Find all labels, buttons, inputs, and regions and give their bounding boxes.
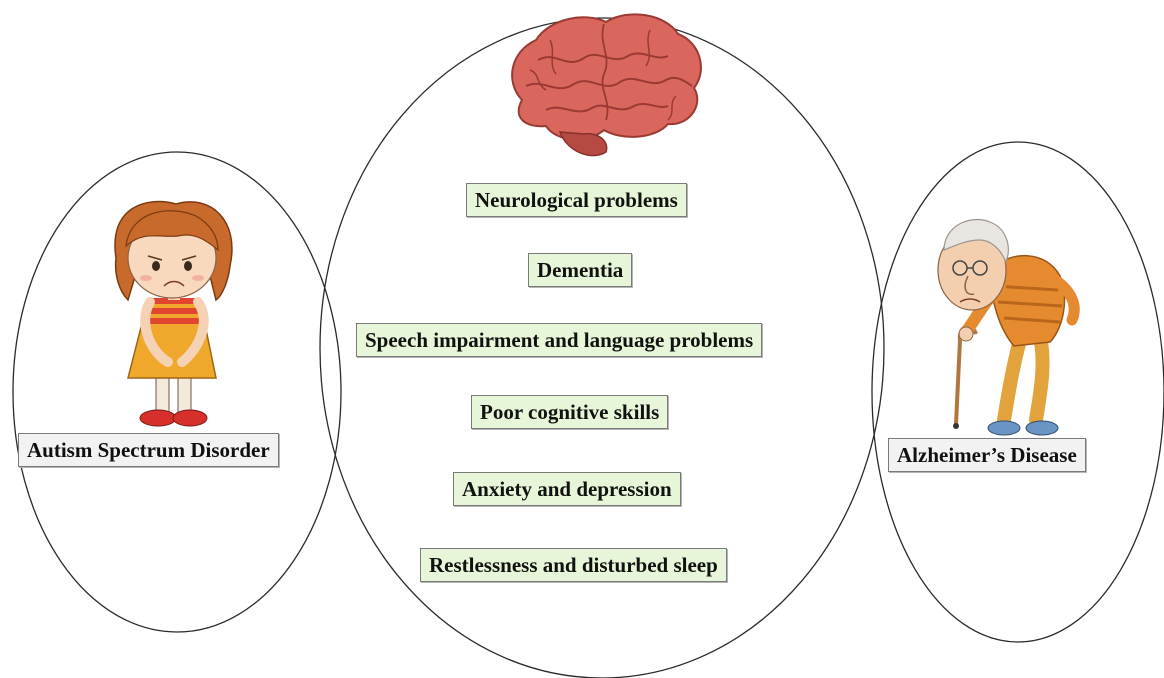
brain-icon [511, 13, 702, 157]
symptom-poor-cognitive-skills: Poor cognitive skills [471, 395, 669, 429]
symptom-neurological-problems: Neurological problems [466, 183, 687, 217]
symptom-dementia: Dementia [528, 253, 633, 287]
sad-girl-illustration [114, 200, 233, 427]
symptom-restlessness-sleep: Restlessness and disturbed sleep [420, 548, 727, 582]
right-ellipse [871, 141, 1164, 643]
left-ellipse [12, 151, 342, 633]
elderly-man-with-cane-illustration [937, 218, 1080, 436]
label-alzheimers-disease: Alzheimer’s Disease [888, 438, 1086, 472]
symptom-anxiety-depression: Anxiety and depression [453, 472, 681, 506]
center-ellipse [319, 17, 885, 678]
label-autism-spectrum-disorder: Autism Spectrum Disorder [18, 433, 279, 467]
symptom-speech-language: Speech impairment and language problems [356, 323, 763, 357]
